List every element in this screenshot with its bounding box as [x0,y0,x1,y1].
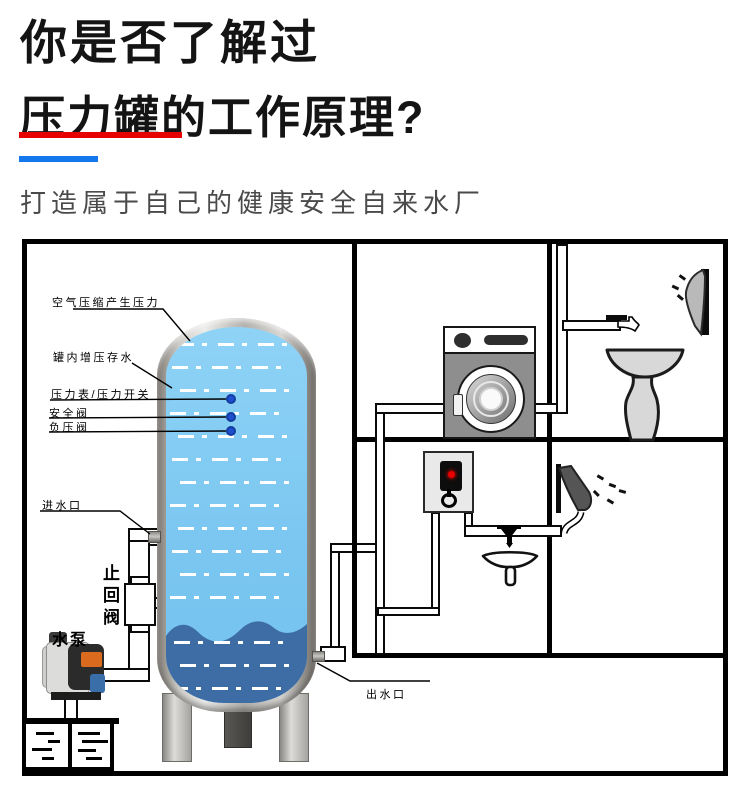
page-title-line1: 你是否了解过 [20,16,320,69]
water-heater [423,451,474,513]
pedestal-sink [605,348,685,442]
washing-machine [443,326,536,439]
page-subtitle: 打造属于自己的健康安全自来水厂 [20,188,486,218]
water-level-dashes [174,641,294,644]
pressure-tank [157,318,316,712]
water-dash [36,732,54,735]
washer-knob [454,333,471,348]
label-vacuum-valve: 负压阀 [49,422,90,434]
washer-drum-center [479,387,503,411]
label-water-outlet: 出水口 [366,689,407,701]
check-valve-cap-bottom [130,624,150,633]
well-divider [68,724,72,767]
water-dash [32,748,52,751]
level-marker-dot [226,412,236,422]
tank-outlet-nub [312,651,325,662]
water-level-dashes [172,366,292,369]
shower-head-icon [684,268,707,337]
label-water-inlet: 进水口 [42,500,83,512]
shower-mount-bar [701,269,709,335]
water-dash [78,732,100,735]
label-water-pump: 水泵 [52,632,89,649]
blue-accent-bar [19,156,98,162]
water-level-dashes [180,573,300,576]
water-level-dashes [178,435,298,438]
water-pump-photo [42,632,108,706]
label-air-pressure: 空气压缩产生压力 [52,297,160,309]
washer-drum-ring [473,381,509,417]
pump-base [51,692,101,700]
pressure-tank-diagram: 空气压缩产生压力 罐内增压存水 压力表/压力开关 安全阀 负压阀 进水口 止回阀… [22,239,728,776]
washer-display-slot [484,335,528,345]
water-level-dashes [178,343,298,346]
hand-shower-mount-bar [556,464,561,513]
water-level-dashes [180,389,300,392]
water-level-dashes [172,687,292,690]
water-level-dashes [172,458,292,461]
red-underline [19,132,182,138]
faucet-icon [617,316,640,333]
washer-drum [466,374,516,424]
water-dash [48,740,60,743]
pipe-faucet-branch [562,320,621,331]
spray-dash [608,482,617,488]
tank-leg-left [162,693,192,762]
tap-icon [497,525,521,548]
spray-dash [618,489,627,494]
tank-water [166,327,307,703]
heater-panel [440,461,462,491]
water-dash [42,757,54,760]
water-well [22,724,114,771]
wash-basin [481,550,539,587]
water-dash [86,757,102,760]
wall-vertical-main [352,244,357,658]
power-icon-tick [447,489,451,497]
water-level-dashes [172,550,292,553]
water-well-lip [22,718,119,724]
hand-shower-icon [557,464,593,535]
spray-dash [606,498,615,505]
level-marker-dot [226,426,236,436]
label-pressure-gauge: 压力表/压力开关 [51,389,152,401]
label-stored-water: 罐内增压存水 [53,352,134,364]
faucet-mount-bar [606,315,627,320]
water-dash [78,749,96,752]
washer-door [453,365,525,433]
red-indicator-light [448,471,455,478]
wall-floor [352,653,723,658]
washer-door-latch [453,394,463,416]
pipe-washer-riser [375,403,385,655]
wall-vertical-right [547,244,552,658]
wall-horizontal-mid [352,437,723,442]
pipe-heater-left [431,512,440,616]
water-level-dashes [170,504,290,507]
water-level-dashes [180,481,300,484]
water-level-dashes [180,664,300,667]
pump-label-sticker [81,652,102,667]
water-level-dashes [178,527,298,530]
check-valve-body [124,583,156,626]
pipe-outlet-riser [330,543,340,650]
water-dash [82,740,108,743]
pipe-heater-bottom [377,607,440,616]
water-level-dashes [170,596,290,599]
label-check-valve: 止回阀 [100,564,119,630]
tank-inlet-nub [148,531,161,543]
level-marker-dot [226,394,236,404]
pump-impeller-cover [90,674,105,693]
